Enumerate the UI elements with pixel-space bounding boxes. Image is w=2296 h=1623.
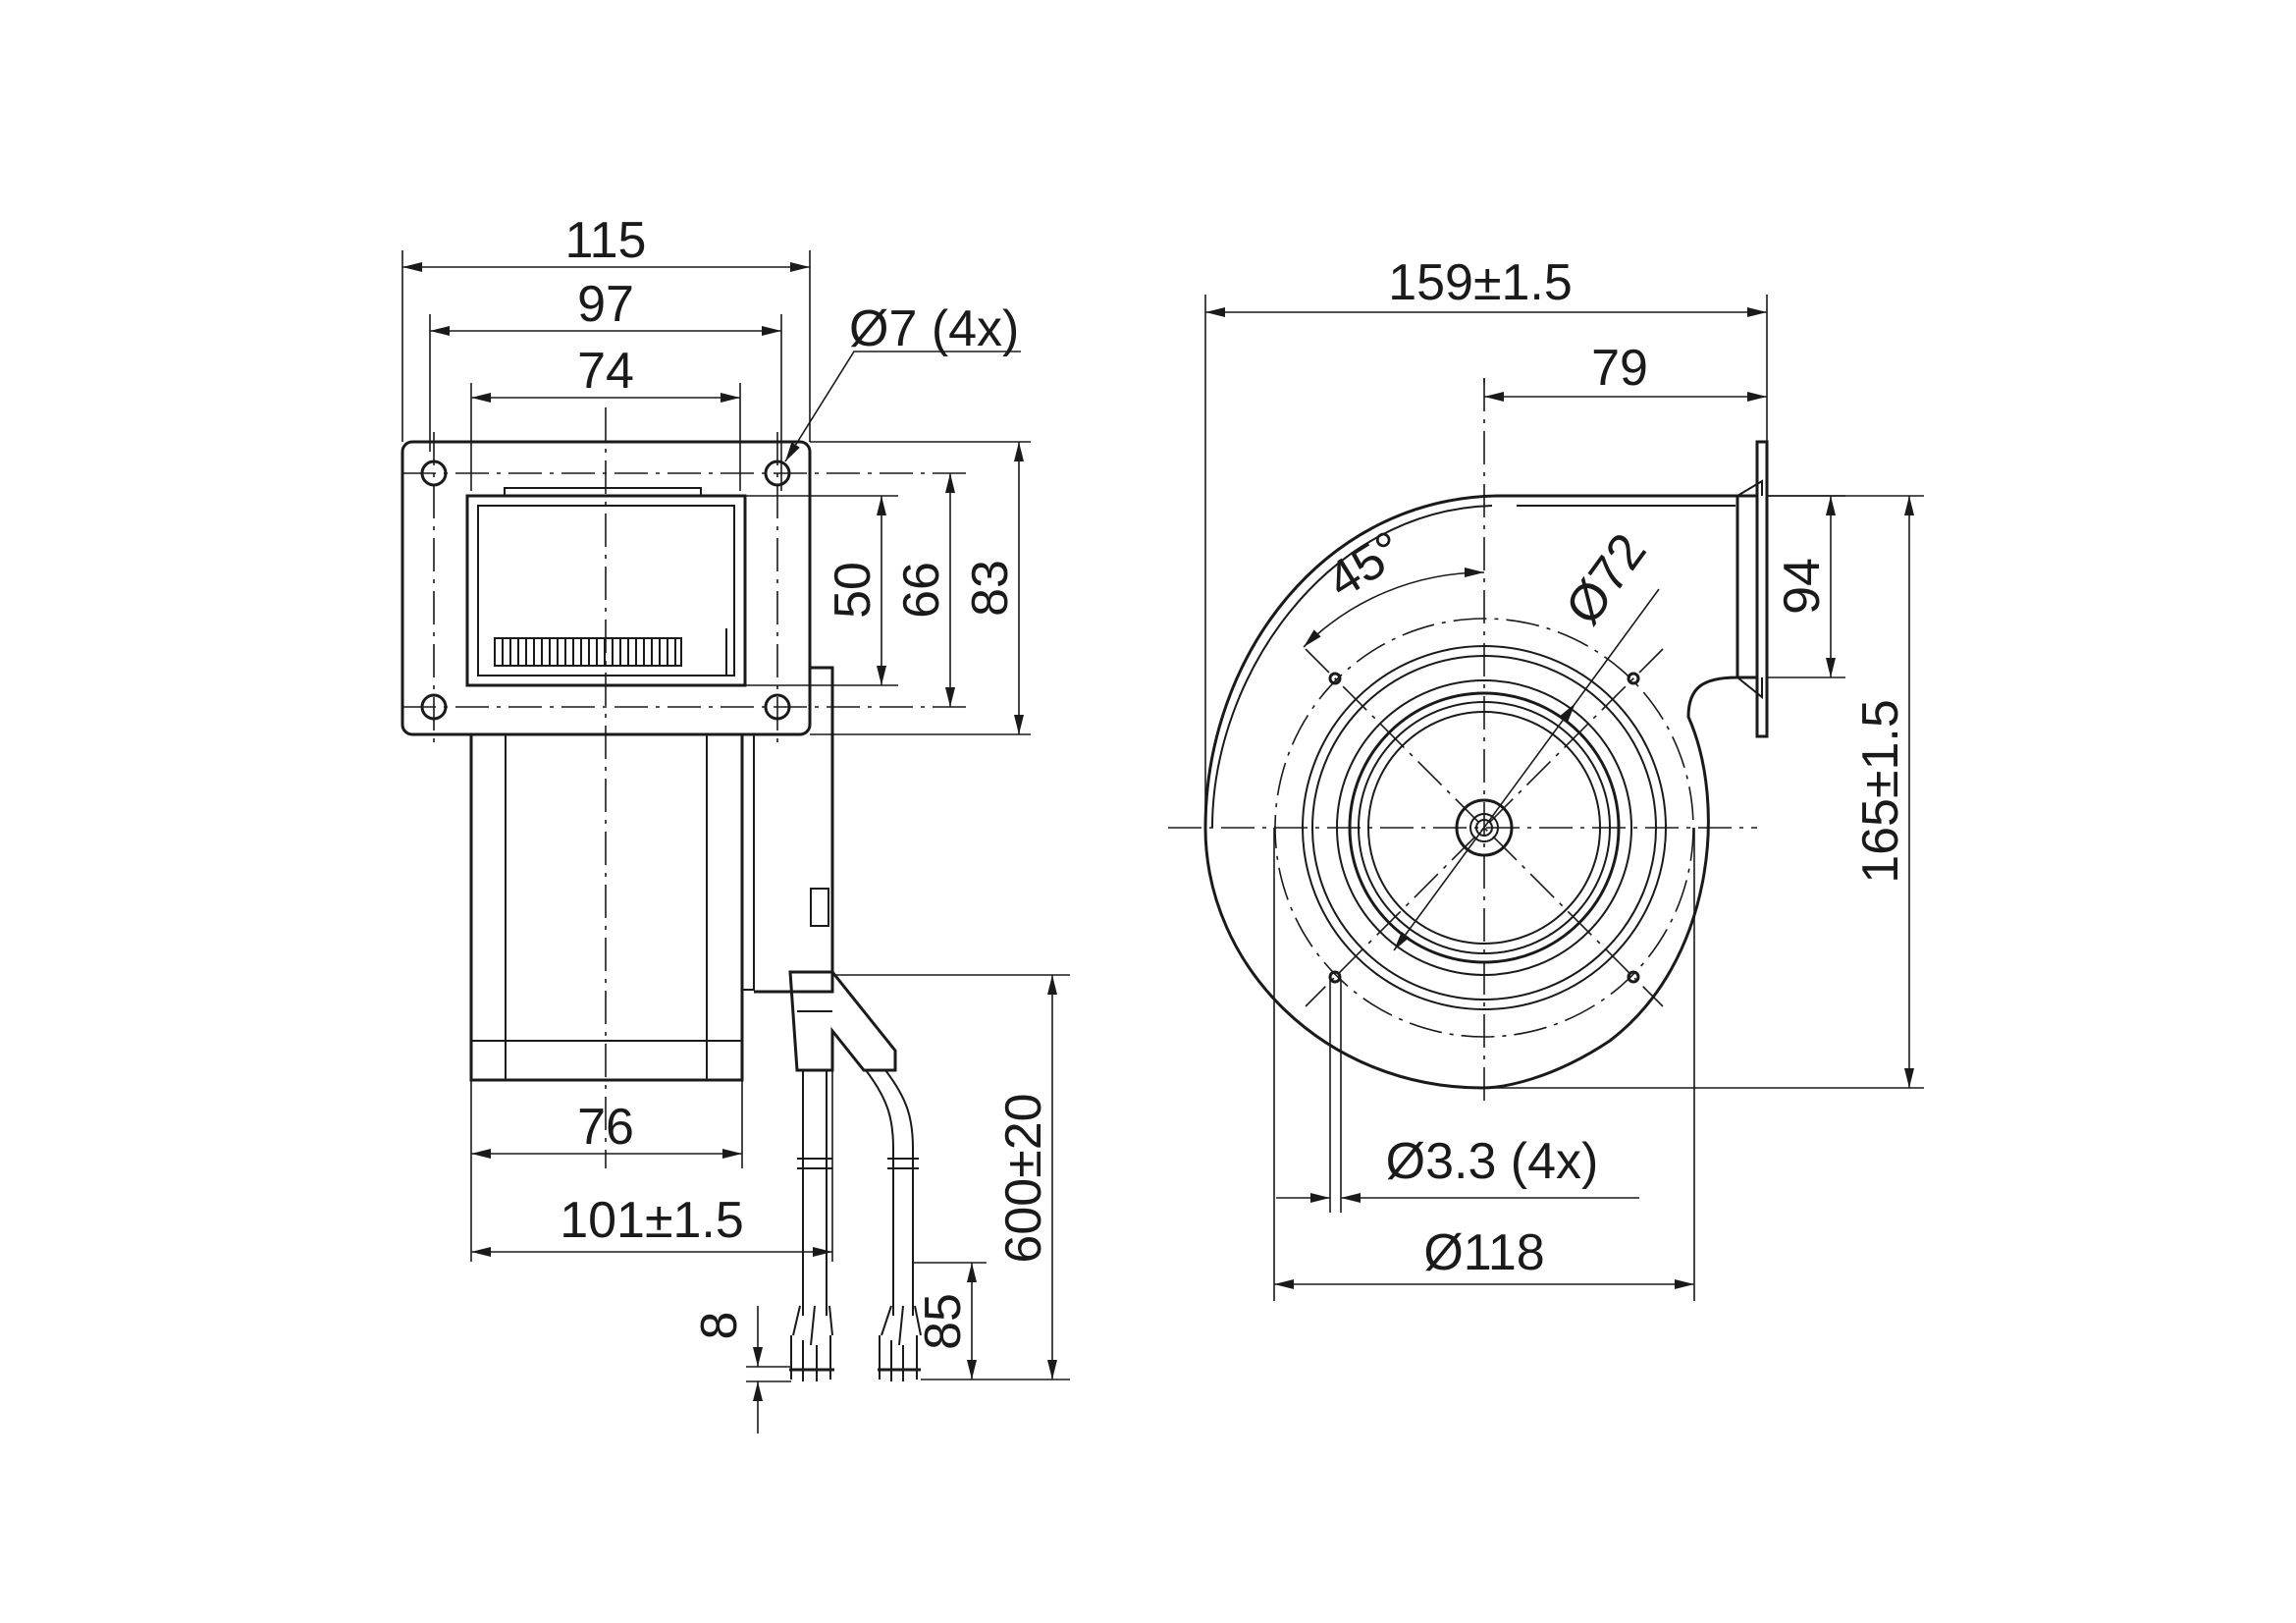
dim-mount-holes: Ø7 (4x) — [849, 300, 1019, 357]
cable-gland — [788, 970, 897, 1072]
dim-total-height: 165±1.5 — [1852, 699, 1909, 884]
dim-angle: 45° — [1317, 520, 1413, 610]
front-view: 45° Ø72 159±1.5 79 94 165±1.5 Ø3.3 (4x) … — [1168, 254, 1924, 1301]
motor-body — [469, 732, 744, 1082]
terminal-clip — [810, 888, 829, 927]
dim-width-inner: 97 — [577, 276, 634, 333]
screw-hole-3 — [1328, 970, 1342, 984]
dim-wire-strip-long: 85 — [915, 1293, 972, 1350]
dim-total-depth: 101±1.5 — [560, 1192, 744, 1249]
dim-inlet-diameter: Ø72 — [1555, 523, 1658, 635]
impeller-blades — [494, 628, 727, 676]
dim-outlet-width: 94 — [1774, 558, 1831, 615]
dim-flange-height: 83 — [962, 560, 1019, 617]
dim-housing-diameter: Ø118 — [1423, 1224, 1544, 1281]
dim-width-flange: 115 — [565, 212, 647, 269]
outlet-flange — [1755, 440, 1769, 738]
dim-center-to-outlet: 79 — [1591, 340, 1648, 397]
cable-bundle — [789, 1069, 922, 1381]
dim-cable-length: 600±20 — [995, 1093, 1052, 1263]
dim-outlet-height: 50 — [825, 562, 881, 619]
dim-total-width: 159±1.5 — [1388, 254, 1573, 311]
dim-width-hole-pitch: 74 — [577, 343, 634, 400]
side-view: 115 97 74 Ø7 (4x) 50 66 83 76 101±1.5 60… — [400, 212, 1070, 1434]
screw-hole-1 — [1328, 672, 1342, 685]
dim-motor-width: 76 — [577, 1099, 634, 1156]
dim-wire-strip-short: 8 — [691, 1312, 748, 1340]
screw-hole-2 — [1627, 672, 1640, 685]
screw-hole-4 — [1627, 970, 1640, 984]
dim-hole-pitch-vertical: 66 — [893, 562, 950, 619]
dim-screw-holes: Ø3.3 (4x) — [1386, 1133, 1599, 1190]
